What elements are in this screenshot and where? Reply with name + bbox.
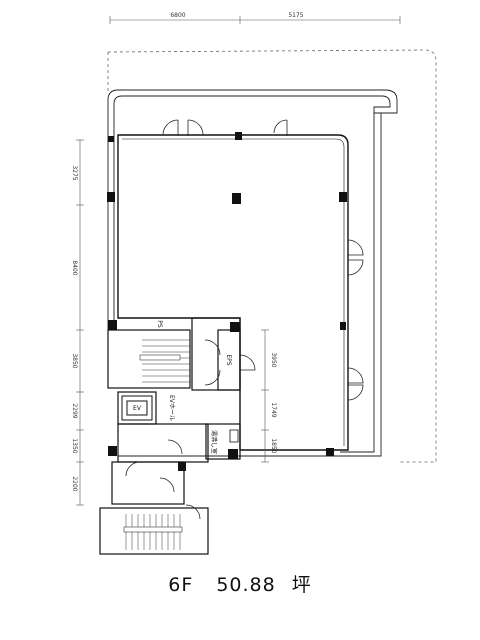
stairs-lower xyxy=(123,514,183,550)
floor-number: 6F xyxy=(168,574,194,596)
dim-left-2: 8400 xyxy=(71,260,78,275)
inner-dimension-line xyxy=(261,329,269,463)
core-walls xyxy=(99,317,241,555)
dim-inner-1: 3950 xyxy=(270,352,277,367)
kitchenette-sink xyxy=(229,429,239,443)
left-dimension-line xyxy=(76,139,84,506)
core-doors xyxy=(125,339,256,520)
stairs-upper xyxy=(139,339,190,383)
balcony-walls xyxy=(107,89,398,457)
elevator-shaft xyxy=(121,395,153,421)
dim-left-4: 2299 xyxy=(71,403,78,418)
label-eps: EPS xyxy=(225,354,232,365)
balcony-doors xyxy=(162,119,364,401)
top-dimension-line xyxy=(109,16,401,24)
label-kitchenette: 湯沸し室 xyxy=(210,430,218,454)
area-unit: 坪 xyxy=(291,574,312,596)
dim-left-5: 1350 xyxy=(71,438,78,453)
dim-top-2: 5175 xyxy=(288,12,303,19)
dim-left-3: 3850 xyxy=(71,353,78,368)
label-ps: PS xyxy=(156,320,163,328)
dim-inner-2: 1749 xyxy=(270,402,277,417)
label-ev: EV xyxy=(133,405,142,412)
dim-left-1: 3275 xyxy=(71,165,78,180)
office-room xyxy=(117,134,349,451)
dim-left-6: 2200 xyxy=(71,476,78,491)
office-room-inner xyxy=(122,138,345,446)
columns xyxy=(107,132,347,471)
site-boundary xyxy=(107,49,437,463)
dim-top-1: 6800 xyxy=(170,12,185,19)
label-ev-hall: EVホール xyxy=(168,395,175,421)
floor-caption: 6F 50.88 坪 xyxy=(0,570,480,597)
floor-area: 50.88 xyxy=(216,574,276,596)
dim-inner-3: 1850 xyxy=(270,438,277,453)
